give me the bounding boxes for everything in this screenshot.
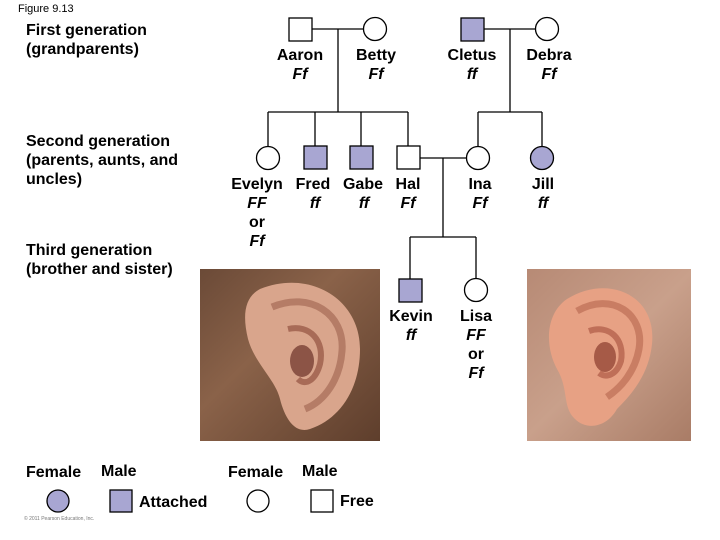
second-generation-label: Second generation (parents, aunts, and u… [26, 133, 179, 188]
jill-genotype: ff [537, 195, 549, 212]
copyright-notice: © 2011 Pearson Education, Inc. [24, 516, 95, 522]
ina-genotype: Ff [472, 195, 488, 212]
free-earlobe-photo [527, 269, 691, 441]
legend-attached-male-label: Male [101, 463, 137, 480]
legend-attached-female-symbol [46, 489, 70, 513]
pedigree-lines [267, 28, 543, 279]
legend-free-male-label: Male [302, 463, 338, 480]
jill-symbol [529, 145, 555, 171]
gabe-genotype: ff [358, 195, 370, 212]
gabe-symbol [349, 145, 374, 170]
attached-earlobe-photo [200, 269, 380, 441]
legend-free-male-symbol [310, 489, 334, 513]
betty-symbol [362, 16, 388, 42]
evelyn-name: Evelyn [231, 176, 283, 193]
lisa-genotype-1: FF [466, 327, 486, 344]
aaron-name: Aaron [276, 47, 324, 64]
betty-genotype: Ff [368, 66, 384, 83]
kevin-name: Kevin [389, 308, 433, 325]
legend-free-female-label: Female [228, 464, 284, 481]
evelyn-symbol [255, 145, 281, 171]
cletus-symbol [460, 17, 485, 42]
legend-attached-label: Attached [139, 494, 208, 511]
debra-name: Debra [526, 47, 572, 64]
lisa-or: or [468, 346, 484, 363]
fred-name: Fred [295, 176, 331, 193]
figure-label: Figure 9.13 [18, 3, 74, 15]
legend-attached-male-symbol [109, 489, 133, 513]
hal-symbol [396, 145, 421, 170]
cletus-genotype: ff [466, 66, 478, 83]
first-generation-label: First generation (grandparents) [26, 22, 147, 58]
gabe-name: Gabe [342, 176, 383, 193]
hal-genotype: Ff [400, 195, 416, 212]
legend-free-label: Free [340, 493, 374, 510]
legend-attached-female-label: Female [26, 464, 82, 481]
jill-name: Jill [531, 176, 555, 193]
lisa-genotype-2: Ff [468, 365, 484, 382]
evelyn-or: or [249, 214, 265, 231]
fred-symbol [303, 145, 328, 170]
ina-name: Ina [468, 176, 492, 193]
betty-name: Betty [355, 47, 396, 64]
evelyn-genotype-2: Ff [249, 233, 265, 250]
aaron-genotype: Ff [292, 66, 308, 83]
hal-name: Hal [395, 176, 421, 193]
evelyn-genotype-1: FF [247, 195, 267, 212]
lisa-name: Lisa [459, 308, 492, 325]
fred-genotype: ff [309, 195, 321, 212]
ina-symbol [465, 145, 491, 171]
legend-free-female-symbol [246, 489, 270, 513]
aaron-symbol [288, 17, 313, 42]
kevin-symbol [398, 278, 423, 303]
debra-symbol [534, 16, 560, 42]
third-generation-label: Third generation (brother and sister) [26, 242, 173, 278]
kevin-genotype: ff [405, 327, 417, 344]
debra-genotype: Ff [541, 66, 557, 83]
lisa-symbol [463, 277, 489, 303]
cletus-name: Cletus [447, 47, 497, 64]
